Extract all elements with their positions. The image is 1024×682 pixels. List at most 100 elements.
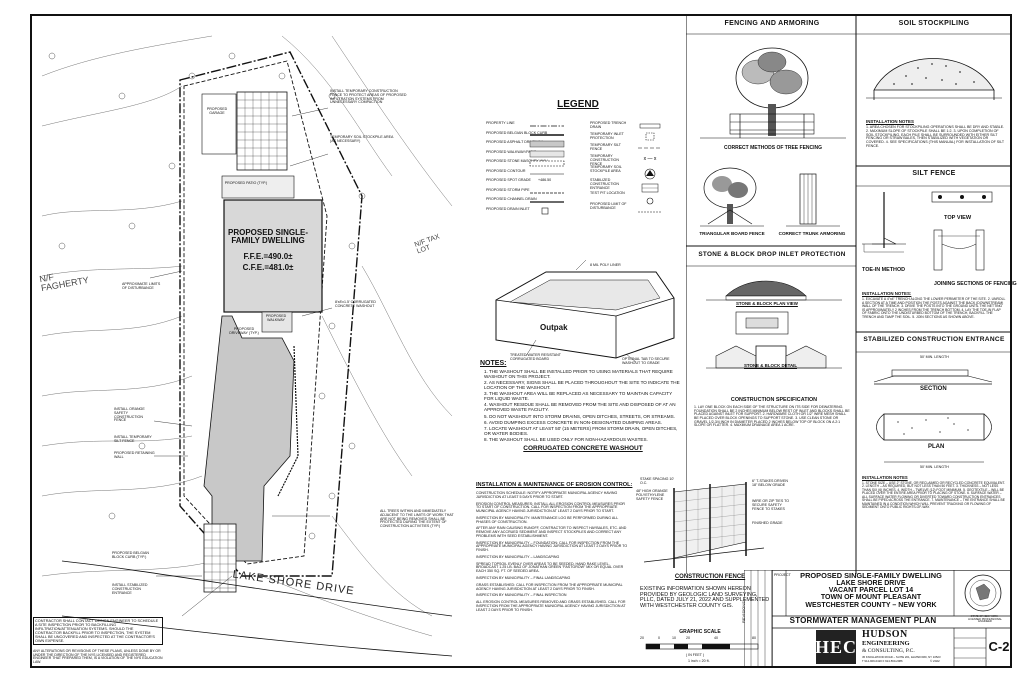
washout-note: 5. DO NOT WASHOUT INTO STORM DRAINS, OPE… bbox=[484, 413, 675, 419]
callout-curb: PROPOSED BELGIAN BLOCK CURB (TYP.) bbox=[112, 551, 149, 559]
washout-board-label: TREATED WATER RESISTANT CORRUGATED BOARD bbox=[510, 353, 561, 361]
survey-note: EXISTING INFORMATION SHOWN HEREON PROVID… bbox=[640, 586, 770, 610]
sheet-number: C-2 bbox=[988, 639, 1010, 654]
fencing-caption-3: CORRECT TRUNK ARMORING bbox=[778, 231, 846, 236]
washout-note: 7. LOCATE WASHOUT AT LEAST 50' (15 METER… bbox=[484, 426, 678, 436]
scale-ratio: 1 inch = 20 ft. bbox=[688, 659, 710, 663]
washout-note: 3. THE WASHOUT AREA WILL BE REPLACED AS … bbox=[484, 391, 673, 402]
silt-fence-drawing bbox=[862, 191, 993, 271]
erosion-paragraph: SPREAD TOPSOIL EVENLY OVER AREAS TO BE S… bbox=[476, 561, 624, 574]
legend-item: PROPOSED DRAIN INLET bbox=[486, 206, 530, 211]
scale-tick: 20 bbox=[686, 636, 690, 640]
legend-item: PROPOSED STONE MASONRY WALL bbox=[486, 159, 550, 163]
legend-symbols-left bbox=[529, 125, 565, 215]
fence-ties-label: WIRE OR ZIP TIES TO SECURE SAFETY FENCE … bbox=[752, 499, 790, 511]
hec-logo-text: HEC bbox=[815, 636, 858, 657]
callout-stockpile: TEMPORARY SOIL STOCKPILE AREA (AS NECESS… bbox=[330, 135, 394, 143]
erosion-paragraph: INSPECTION BY MUNICIPALITY – FOUNDATION:… bbox=[476, 540, 628, 553]
washout-detail: Outpak bbox=[495, 259, 675, 363]
cfe-label: C.F.E.=481.0± bbox=[242, 263, 294, 272]
detail-grid bbox=[686, 14, 1012, 574]
erosion-paragraph: AFTER ANY RAIN CAUSING RUNOFF, CONTRACTO… bbox=[476, 526, 627, 538]
legend-symbols-right: x — x bbox=[638, 123, 662, 213]
construction-fence-caption: CONSTRUCTION FENCE bbox=[674, 574, 746, 580]
washout-poly-label: 8 MIL POLY LINER bbox=[590, 263, 621, 267]
alteration-note: ANY ALTERATIONS OR REVISIONS OF THESE PL… bbox=[33, 649, 163, 665]
legend-item: PROPOSED CHANNEL DRAIN bbox=[486, 197, 537, 201]
washout-tab-label: OPTIONAL TAB TO SECURE WASHOUT TO GRADE bbox=[622, 357, 670, 365]
contractor-note-box: CONTRACTOR SHALL CONTACT DESIGN ENGINEER… bbox=[33, 617, 163, 645]
drawing-title: STORMWATER MANAGEMENT PLAN bbox=[789, 616, 937, 625]
road-edge-2 bbox=[61, 615, 453, 657]
infiltration-system bbox=[236, 91, 288, 171]
firm-phone: T 914-909-0420 F 914-560-2086 bbox=[862, 659, 903, 663]
soil-notes-title: INSTALLATION NOTES bbox=[866, 119, 914, 124]
fence-stake-spacing: STAKE SPACING 10' O.C. bbox=[640, 477, 675, 485]
retaining-wall bbox=[277, 345, 299, 497]
legend-item: PROPOSED CONTOUR bbox=[486, 168, 526, 173]
silt-notes-title: INSTALLATION NOTES: bbox=[862, 291, 912, 296]
legend-item: PROPOSED BELGIAN BLOCK CURB bbox=[486, 130, 548, 135]
sce-title: STABILIZED CONSTRUCTION ENTRANCE bbox=[863, 336, 1005, 343]
legend-item: PROPOSED SPOT GRADE bbox=[486, 178, 531, 182]
washout-brand: Outpak bbox=[540, 323, 568, 332]
legend-left: PROPERTY LINE PROPOSED BELGIAN BLOCK CUR… bbox=[486, 121, 568, 217]
patio-label: PROPOSED PATIO (TYP.) bbox=[224, 181, 268, 185]
drop-inlet-detail: STONE & BLOCK DETAIL bbox=[744, 363, 798, 368]
washout-note: 2. AS NECESSARY, SIGNS SHALL BE PLACED T… bbox=[484, 380, 680, 390]
fencing-caption-1: CORRECT METHODS OF TREE FENCING bbox=[723, 145, 823, 151]
firm-line-3: & CONSULTING, P.C. bbox=[862, 648, 915, 654]
sce-section: SECTION bbox=[920, 386, 947, 392]
graphic-scale-title: GRAPHIC SCALE bbox=[679, 629, 721, 635]
fence-orange-label: 48" HIGH ORANGE POLYETHYLENE SAFETY FENC… bbox=[636, 489, 668, 501]
sce-notes: 1. STONE SIZE – USE 2" STONE, OR RECLAIM… bbox=[862, 481, 1005, 510]
silt-title: SILT FENCE bbox=[912, 170, 956, 177]
revision-columns bbox=[744, 570, 772, 668]
scale-tick: 20 bbox=[640, 636, 644, 640]
title-block-frame bbox=[772, 570, 1012, 668]
legend-item: TEMPORARY SOIL STOCKPILE AREA bbox=[590, 165, 622, 173]
scale-tick: 40 bbox=[714, 636, 718, 640]
firm-line-2: ENGINEERING bbox=[862, 640, 910, 647]
washout-note: 4. WASHOUT RESIDUE SHALL BE REMOVED FROM… bbox=[484, 402, 676, 413]
project-label: PROJECT bbox=[774, 573, 791, 577]
erosion-paragraph: INSPECTION BY MUNICIPALITY – LANDSCAPING bbox=[476, 554, 560, 559]
copyright: © 2022 bbox=[930, 659, 940, 663]
walkway-label: PROPOSED WALKWAY bbox=[265, 314, 287, 322]
ffe-label: F.F.E.=490.0± bbox=[243, 252, 293, 261]
scale-tick: 0 bbox=[658, 636, 660, 640]
silt-top-view: TOP VIEW bbox=[944, 215, 972, 221]
sheet-border bbox=[30, 14, 1012, 668]
washout-caption: CORRUGATED CONCRETE WASHOUT bbox=[523, 445, 643, 452]
proposed-garage-area bbox=[201, 93, 237, 155]
drop-inlet-plan-view: STONE & BLOCK PLAN VIEW bbox=[736, 301, 798, 306]
hec-logo: HEC bbox=[815, 630, 858, 664]
proposed-dwelling-title: PROPOSED SINGLE-FAMILY DWELLING bbox=[227, 228, 308, 246]
driveway-label: PROPOSED DRIVEWAY (TYP.) bbox=[229, 327, 259, 335]
garage-label: PROPOSED GARAGE bbox=[206, 107, 228, 115]
washout-note: 6. AVOID DUMPING EXCESS CONCRETE IN NON-… bbox=[484, 419, 662, 425]
contour-lines bbox=[41, 35, 453, 637]
sce-drawing bbox=[873, 369, 993, 463]
project-lines: PROPOSED SINGLE-FAMILY DWELLING LAKE SHO… bbox=[788, 572, 954, 609]
project-line: LAKE SHORE DRIVE bbox=[836, 579, 906, 587]
scale-units: ( IN FEET ) bbox=[686, 653, 705, 657]
legend-item: PROPOSED WALKWAY/PATIO bbox=[486, 149, 537, 154]
svg-text:x — x: x — x bbox=[644, 156, 657, 162]
erosion-notes: CONSTRUCTION SCHEDULE: NOTIFY APPROPRIAT… bbox=[476, 491, 628, 615]
erosion-paragraph: INSPECTION BY MUNICIPALITY – FINAL LANDS… bbox=[476, 576, 571, 581]
soil-title: SOIL STOCKPILING bbox=[898, 20, 970, 27]
fencing-caption-2: TRIANGULAR BOARD FENCE bbox=[699, 231, 765, 236]
erosion-paragraph: ALL EROSION CONTROL MEASURES REMOVED AND… bbox=[476, 600, 626, 612]
fence-grade-label: FINISHED GRADE bbox=[752, 521, 783, 525]
legend-item: PROPOSED TRENCH DRAIN bbox=[590, 121, 627, 129]
callout-sce: INSTALL STABILIZED CONSTRUCTION ENTRANCE bbox=[112, 583, 148, 595]
property-line bbox=[179, 51, 363, 577]
washout-notes-title: NOTES: bbox=[480, 360, 507, 367]
fencing-title: FENCING AND ARMORING bbox=[724, 20, 820, 27]
silt-toe-in: TOE-IN METHOD bbox=[862, 267, 906, 273]
project-line: TOWN OF MOUNT PLEASANT bbox=[820, 594, 922, 602]
proposed-walkway bbox=[261, 311, 293, 333]
legend-spot-grade: +486.50 bbox=[538, 178, 552, 182]
